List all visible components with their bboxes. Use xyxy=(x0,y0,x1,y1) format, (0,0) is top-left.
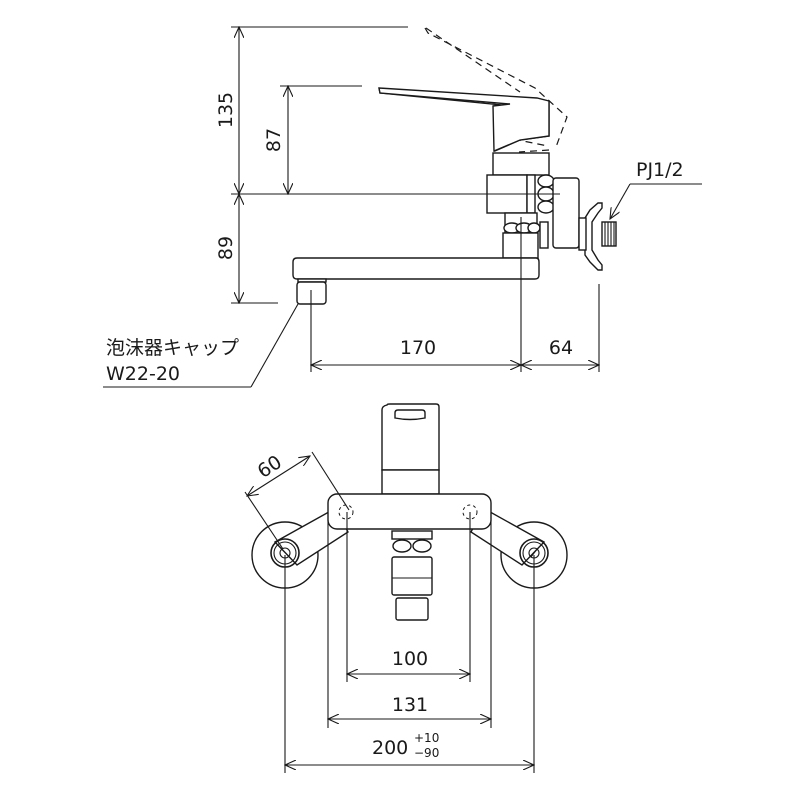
dim-eccentric-arm-label: 60 xyxy=(254,451,286,483)
aerator-name-label: 泡沫器キャップ xyxy=(106,337,239,359)
dim-spout-reach: 170 xyxy=(311,337,521,365)
dim-inner-width: 100 xyxy=(347,648,470,674)
lever-handle xyxy=(378,87,550,153)
dim-wall-offset: 64 xyxy=(521,337,599,365)
dim-total-height-label: 135 xyxy=(215,92,237,128)
thread-lines xyxy=(604,222,615,246)
dim-spout-height-label: 89 xyxy=(215,236,237,260)
dim-mount-pitch-tol-plus: +10 xyxy=(414,731,439,745)
dim-body-width: 131 xyxy=(328,694,491,719)
front-body xyxy=(327,493,492,530)
dim-lever-height-label: 87 xyxy=(263,128,285,152)
connection-label: PJ1/2 xyxy=(636,159,684,181)
wall-connector xyxy=(578,202,617,271)
front-extension-lines xyxy=(284,512,535,773)
dim-mount-pitch: 200 +10 −90 xyxy=(285,731,534,765)
dim-body-width-label: 131 xyxy=(392,694,428,716)
front-lever xyxy=(381,403,440,495)
spout xyxy=(292,232,540,305)
dim-spout-height: 89 xyxy=(215,194,239,303)
aerator-callout: 泡沫器キャップ W22-20 xyxy=(103,303,299,388)
connection-callout: PJ1/2 xyxy=(610,159,702,219)
front-view: 60 100 131 200 +10 −90 xyxy=(244,403,568,773)
aerator-code-label: W22-20 xyxy=(106,363,180,385)
front-spout xyxy=(391,530,433,621)
dim-inner-width-label: 100 xyxy=(392,648,428,670)
side-view: 135 87 89 xyxy=(103,27,702,388)
dim-mount-pitch-label: 200 xyxy=(372,737,408,759)
dim-lever-height: 87 xyxy=(263,86,288,194)
side-centerlines xyxy=(310,217,600,372)
dim-total-height: 135 xyxy=(215,27,239,194)
dim-mount-pitch-tol-minus: −90 xyxy=(414,746,439,760)
dim-spout-reach-label: 170 xyxy=(400,337,436,359)
dim-wall-offset-label: 64 xyxy=(549,337,573,359)
